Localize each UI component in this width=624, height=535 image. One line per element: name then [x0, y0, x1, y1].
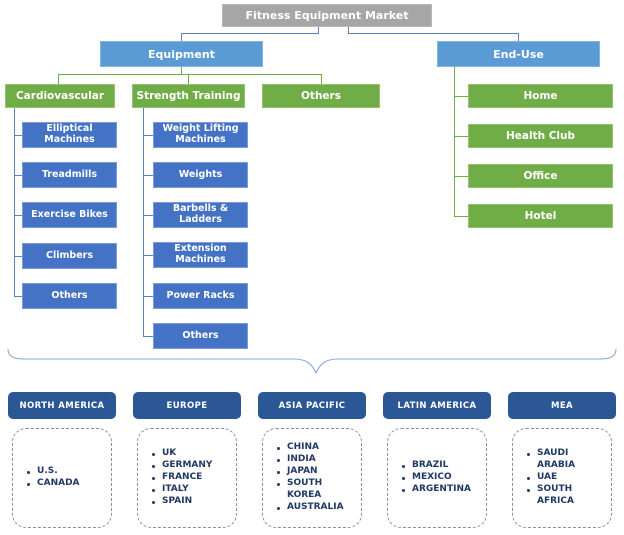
node-equipment: Equipment [100, 41, 263, 67]
connector-drop-strength [188, 74, 189, 84]
connector-strength-stub-3 [143, 215, 153, 216]
country-item: UAE [526, 472, 608, 484]
node-end-use: End-Use [437, 41, 600, 67]
connector-cardio-trunk [14, 108, 15, 296]
node-power-racks: Power Racks [153, 283, 248, 309]
country-item: AUSTRALIA [276, 502, 358, 514]
connector-strength-trunk [143, 108, 144, 336]
country-item: ARGENTINA [401, 484, 483, 496]
connector-root-left-drop [181, 33, 182, 41]
country-item: ITALY [151, 484, 233, 496]
node-home: Home [468, 84, 613, 108]
connector-root-right-drop [518, 33, 519, 41]
country-item: SPAIN [151, 496, 233, 508]
country-item: UK [151, 448, 233, 460]
country-item: SOUTH KOREA [276, 478, 358, 502]
country-item: CANADA [26, 478, 108, 490]
connector-enduse-stub-1 [454, 96, 468, 97]
region-list-north-america: U.S. CANADA [12, 428, 112, 528]
connector-cardio-stub-2 [14, 175, 22, 176]
region-list-latin-america: BRAZIL MEXICO ARGENTINA [387, 428, 487, 528]
node-strength-training: Strength Training [132, 84, 245, 108]
node-treadmills: Treadmills [22, 162, 117, 188]
node-elliptical-machines: Elliptical Machines [22, 122, 117, 148]
connector-cardio-stub-4 [14, 256, 22, 257]
node-strength-others: Others [153, 323, 248, 349]
country-item: BRAZIL [401, 460, 483, 472]
region-list-europe: UK GERMANY FRANCE ITALY SPAIN [137, 428, 237, 528]
connector-strength-stub-6 [143, 336, 153, 337]
node-equipment-others: Others [262, 84, 380, 108]
connector-enduse-stub-3 [454, 176, 468, 177]
node-climbers: Climbers [22, 243, 117, 269]
node-cardio-others: Others [22, 283, 117, 309]
connector-enduse-stub-4 [454, 216, 468, 217]
connector-strength-stub-2 [143, 175, 153, 176]
connector-drop-cardiovascular [58, 74, 59, 84]
region-header-latin-america: LATIN AMERICA [383, 392, 491, 419]
country-item: JAPAN [276, 466, 358, 478]
connector-equipment-stub [181, 67, 182, 75]
connector-root-left-stub [318, 27, 319, 34]
node-weight-lifting-machines: Weight Lifting Machines [153, 122, 248, 148]
connector-strength-stub-5 [143, 296, 153, 297]
country-item: GERMANY [151, 460, 233, 472]
node-weights: Weights [153, 162, 248, 188]
node-cardiovascular: Cardiovascular [5, 84, 115, 108]
connector-root-right-horizontal [348, 33, 519, 34]
country-item: CHINA [276, 442, 358, 454]
node-barbells-ladders: Barbells & Ladders [153, 202, 248, 228]
connector-root-left-horizontal [181, 33, 319, 34]
connector-cardio-stub-3 [14, 215, 22, 216]
connector-drop-others [321, 74, 322, 84]
region-header-europe: EUROPE [133, 392, 241, 419]
region-header-north-america: NORTH AMERICA [8, 392, 116, 419]
connector-strength-stub-1 [143, 135, 153, 136]
region-list-mea: SAUDI ARABIA UAE SOUTH AFRICA [512, 428, 612, 528]
country-item: SOUTH AFRICA [526, 484, 608, 508]
region-list-asia-pacific: CHINA INDIA JAPAN SOUTH KOREA AUSTRALIA [262, 428, 362, 528]
node-office: Office [468, 164, 613, 188]
country-item: U.S. [26, 466, 108, 478]
underbrace [7, 348, 617, 375]
connector-equipment-horizontal [58, 74, 322, 75]
country-item: MEXICO [401, 472, 483, 484]
region-header-mea: MEA [508, 392, 616, 419]
connector-cardio-stub-1 [14, 135, 22, 136]
node-fitness-equipment-market: Fitness Equipment Market [222, 4, 432, 27]
country-item: SAUDI ARABIA [526, 448, 608, 472]
node-health-club: Health Club [468, 124, 613, 148]
node-exercise-bikes: Exercise Bikes [22, 202, 117, 228]
connector-strength-stub-4 [143, 255, 153, 256]
connector-root-right-stub [348, 27, 349, 34]
connector-cardio-stub-5 [14, 296, 22, 297]
region-header-asia-pacific: ASIA PACIFIC [258, 392, 366, 419]
country-item: FRANCE [151, 472, 233, 484]
country-item: INDIA [276, 454, 358, 466]
connector-enduse-trunk [454, 67, 455, 216]
connector-enduse-stub-2 [454, 136, 468, 137]
node-extension-machines: Extension Machines [153, 242, 248, 268]
node-hotel: Hotel [468, 204, 613, 228]
